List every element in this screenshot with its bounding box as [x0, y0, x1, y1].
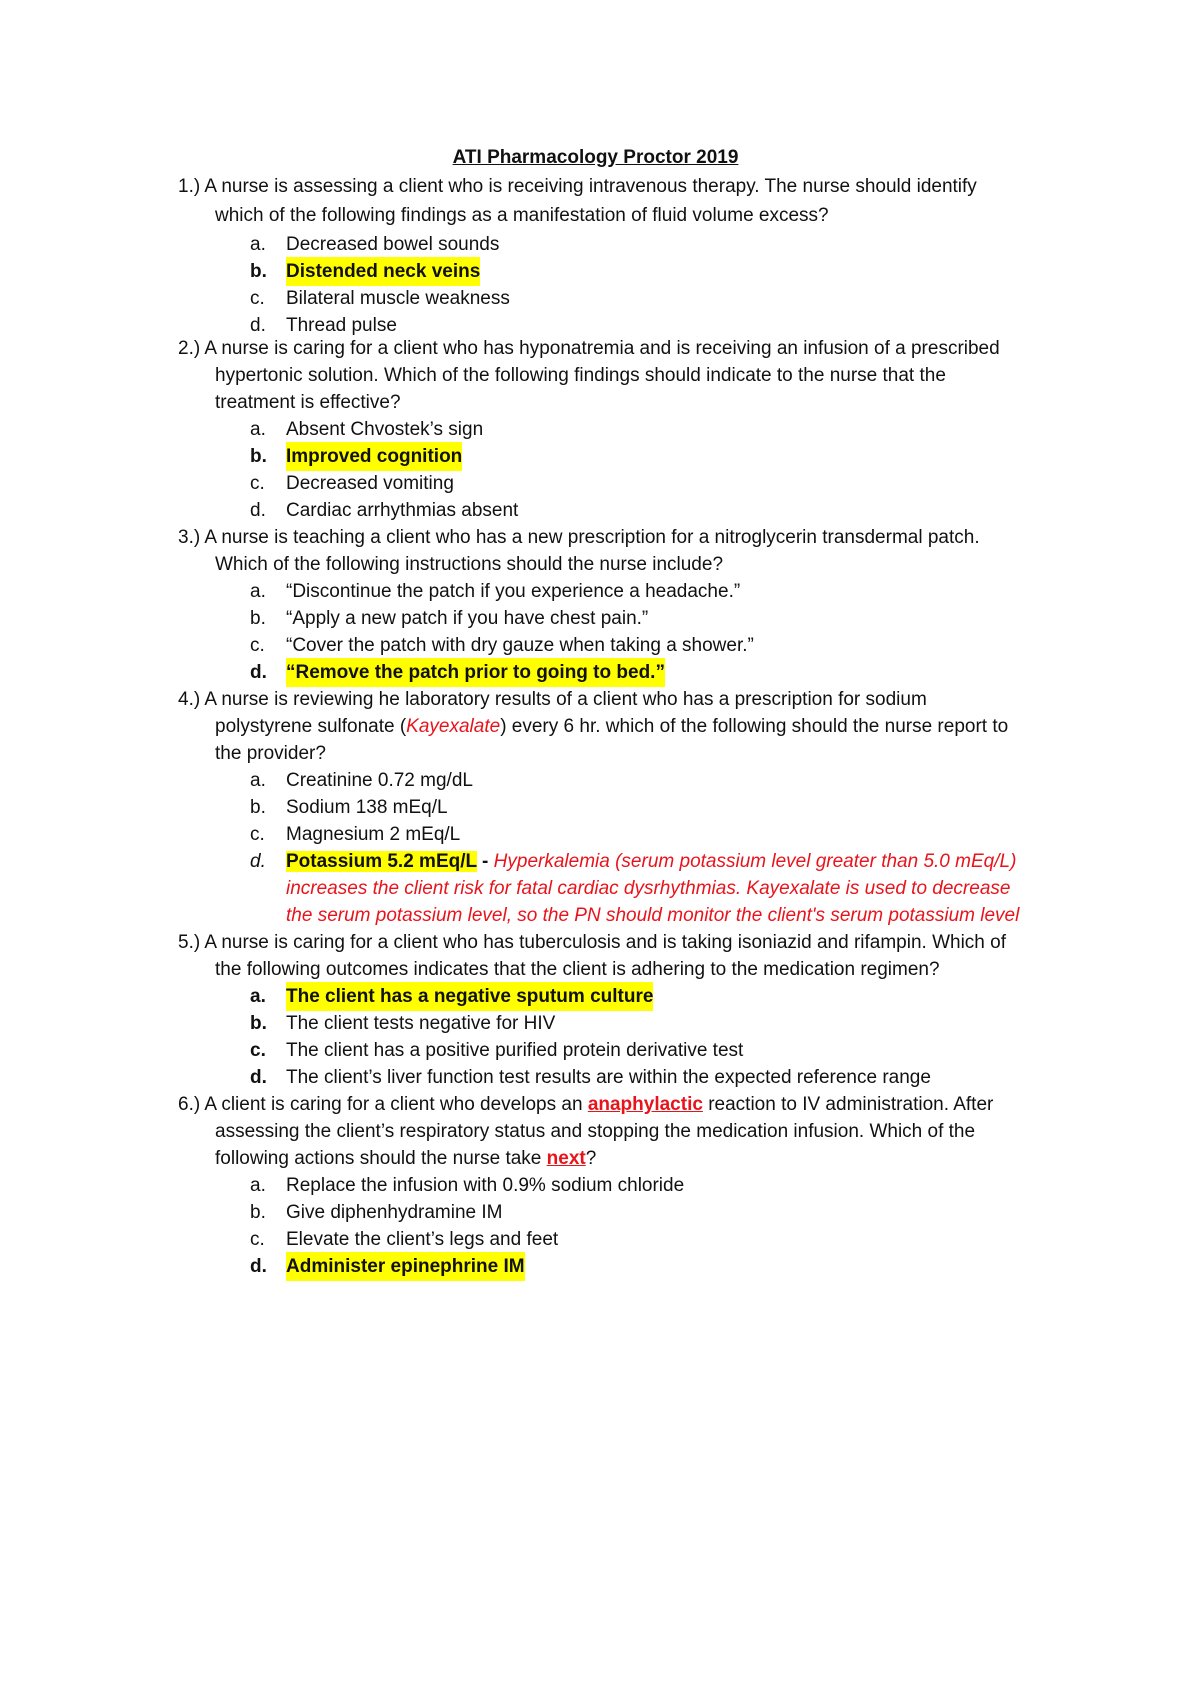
- option-c: c.Magnesium 2 mEq/L: [250, 824, 461, 845]
- answer-options: a.Absent Chvostek’s sign b.Improved cogn…: [178, 415, 1078, 523]
- option-b: b.Sodium 138 mEq/L: [250, 797, 448, 818]
- question-stem-line: following actions should the nurse take …: [215, 1148, 597, 1169]
- question-stem-line: polystyrene sulfonate (Kayexalate) every…: [215, 716, 1009, 737]
- correct-answer-highlight: Distended neck veins: [286, 257, 481, 286]
- answer-options: a.Decreased bowel sounds b.Distended nec…: [178, 230, 1078, 338]
- option-b: b.“Apply a new patch if you have chest p…: [250, 608, 649, 629]
- option-c: c.Bilateral muscle weakness: [250, 288, 510, 309]
- answer-options: a.“Discontinue the patch if you experien…: [178, 577, 1078, 687]
- option-d-correct: d.Potassium 5.2 mEq/L - Hyperkalemia (se…: [250, 851, 1017, 872]
- question-number: 6.): [178, 1094, 201, 1115]
- question-number: 3.): [178, 527, 201, 548]
- question-number: 4.): [178, 689, 201, 710]
- question-stem: 3.) A nurse is teaching a client who has…: [178, 523, 1078, 550]
- option-b-correct: b.Distended neck veins: [178, 257, 1078, 286]
- question-4: 4.) A nurse is reviewing he laboratory r…: [178, 685, 1078, 928]
- correct-answer-highlight: “Remove the patch prior to going to bed.…: [286, 658, 665, 687]
- option-c: c.Elevate the client’s legs and feet: [250, 1229, 559, 1250]
- option-c: c.“Cover the patch with dry gauze when t…: [250, 635, 754, 656]
- question-stem: 1.) A nurse is assessing a client who is…: [178, 172, 1078, 201]
- question-stem-line: assessing the client’s respiratory statu…: [215, 1121, 976, 1142]
- keyword-next: next: [546, 1148, 586, 1169]
- correct-answer-highlight: Improved cognition: [286, 442, 463, 471]
- rationale-line: increases the client risk for fatal card…: [286, 878, 1011, 899]
- option-d-correct: d.“Remove the patch prior to going to be…: [178, 658, 1078, 687]
- correct-answer-highlight: The client has a negative sputum culture: [286, 982, 654, 1011]
- option-d-correct: d.Administer epinephrine IM: [178, 1252, 1078, 1281]
- option-b: b.Give diphenhydramine IM: [250, 1202, 503, 1223]
- question-stem-line: the following outcomes indicates that th…: [215, 959, 940, 980]
- document-title: ATI Pharmacology Proctor 2019: [452, 147, 739, 168]
- option-c: c.The client has a positive purified pro…: [250, 1040, 744, 1061]
- drug-name: Kayexalate: [406, 716, 501, 737]
- rationale-line: the serum potassium level, so the PN sho…: [286, 905, 1020, 926]
- correct-answer-highlight: Administer epinephrine IM: [286, 1252, 525, 1281]
- question-number: 5.): [178, 932, 201, 953]
- option-c: c.Decreased vomiting: [250, 473, 454, 494]
- question-stem: 5.) A nurse is caring for a client who h…: [178, 928, 1078, 955]
- question-stem: 4.) A nurse is reviewing he laboratory r…: [178, 685, 1078, 712]
- option-b: b.The client tests negative for HIV: [250, 1013, 556, 1034]
- rationale-text: Hyperkalemia (serum potassium level grea…: [493, 851, 1017, 872]
- question-stem-line: which of the following findings as a man…: [215, 205, 829, 226]
- option-b-correct: b.Improved cognition: [178, 442, 1078, 471]
- question-5: 5.) A nurse is caring for a client who h…: [178, 928, 1078, 1090]
- question-stem: 6.) A client is caring for a client who …: [178, 1090, 1078, 1117]
- option-a: a.Creatinine 0.72 mg/dL: [250, 770, 473, 791]
- question-1: 1.) A nurse is assessing a client who is…: [178, 172, 1078, 338]
- option-d: d.Cardiac arrhythmias absent: [250, 500, 519, 521]
- question-stem-line: the provider?: [215, 743, 326, 764]
- question-stem-line: treatment is effective?: [215, 392, 401, 413]
- option-d: d.The client’s liver function test resul…: [250, 1067, 931, 1088]
- keyword-anaphylactic: anaphylactic: [587, 1094, 703, 1115]
- option-a: a.Absent Chvostek’s sign: [250, 419, 484, 440]
- correct-answer-highlight: Potassium 5.2 mEq/L: [286, 851, 477, 872]
- option-a: a.Replace the infusion with 0.9% sodium …: [250, 1175, 685, 1196]
- answer-options: a.Replace the infusion with 0.9% sodium …: [178, 1171, 1078, 1281]
- question-number: 2.): [178, 338, 201, 359]
- option-a: a.“Discontinue the patch if you experien…: [250, 581, 741, 602]
- question-stem-line: Which of the following instructions shou…: [215, 554, 724, 575]
- option-a-correct: a.The client has a negative sputum cultu…: [178, 982, 1078, 1011]
- question-2: 2.) A nurse is caring for a client who h…: [178, 334, 1078, 523]
- question-number: 1.): [178, 176, 201, 197]
- option-a: a.Decreased bowel sounds: [250, 234, 500, 255]
- question-stem-line: hypertonic solution. Which of the follow…: [215, 365, 946, 386]
- option-d: d.Thread pulse: [250, 315, 397, 336]
- question-6: 6.) A client is caring for a client who …: [178, 1090, 1078, 1281]
- question-stem: 2.) A nurse is caring for a client who h…: [178, 334, 1078, 361]
- answer-options: a.The client has a negative sputum cultu…: [178, 982, 1078, 1090]
- question-3: 3.) A nurse is teaching a client who has…: [178, 523, 1078, 687]
- answer-options: a.Creatinine 0.72 mg/dL b.Sodium 138 mEq…: [178, 766, 1078, 928]
